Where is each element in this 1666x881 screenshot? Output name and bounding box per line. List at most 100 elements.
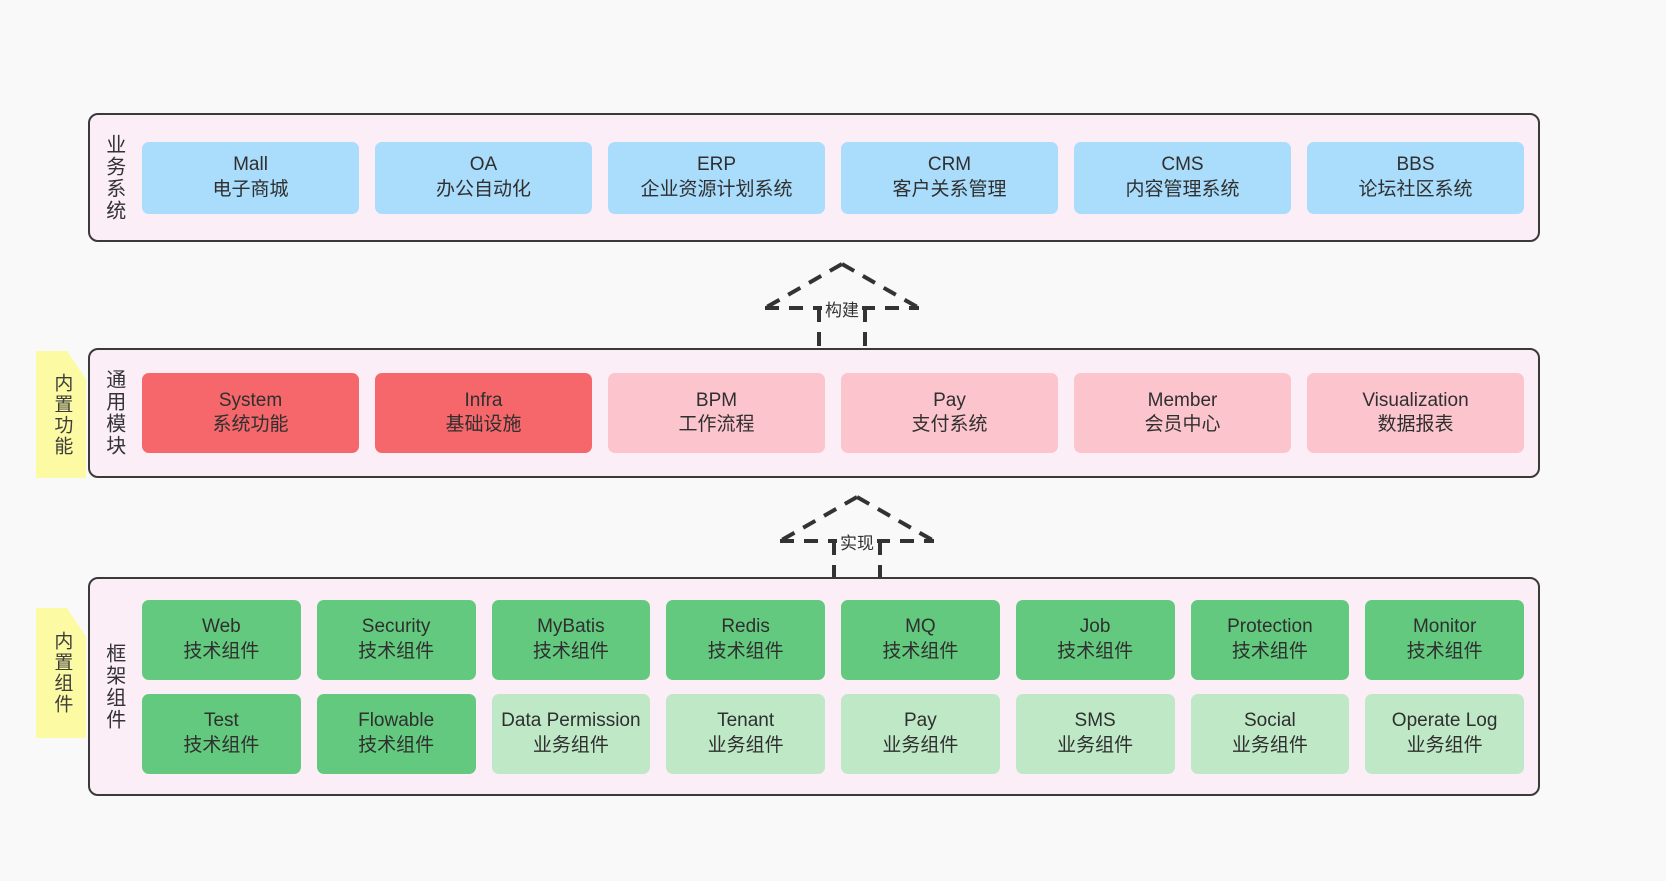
card-title: Test <box>203 710 239 732</box>
card-subtitle: 数据报表 <box>1377 414 1454 435</box>
card-title: Member <box>1147 389 1218 411</box>
connector-implement-arrow: 实现 <box>772 491 942 585</box>
card-title: CMS <box>1161 154 1204 176</box>
sticky-note-builtin-components: 内置组件 <box>36 608 86 738</box>
card-title: MyBatis <box>537 616 605 638</box>
card-title: Pay <box>933 389 966 411</box>
card-flowable[interactable]: Flowable 技术组件 <box>316 693 476 774</box>
card-title: BBS <box>1396 154 1435 176</box>
card-subtitle: 技术组件 <box>183 640 260 662</box>
card-subtitle: 电子商城 <box>212 178 289 200</box>
card-subtitle: 业务组件 <box>1057 734 1134 756</box>
card-subtitle: 工作流程 <box>678 414 755 435</box>
sticky-note-builtin-functions: 内置功能 <box>36 351 86 478</box>
card-social[interactable]: Social 业务组件 <box>1190 693 1350 774</box>
card-subtitle: 系统功能 <box>212 414 289 435</box>
card-subtitle: 技术组件 <box>1057 640 1134 662</box>
layer-business-systems-title: 业务系统 <box>102 133 125 222</box>
card-mq[interactable]: MQ 技术组件 <box>841 599 1000 680</box>
card-subtitle: 技术组件 <box>882 640 959 662</box>
card-mall[interactable]: Mall 电子商城 <box>142 141 359 214</box>
card-oa[interactable]: OA 办公自动化 <box>375 141 592 214</box>
card-title: Visualization <box>1362 389 1469 411</box>
card-subtitle: 技术组件 <box>707 640 784 662</box>
card-pay-component[interactable]: Pay 业务组件 <box>841 693 1000 774</box>
sticky-note-label: 内置功能 <box>51 372 73 457</box>
card-title: Infra <box>464 389 503 411</box>
card-subtitle: 技术组件 <box>1231 640 1308 662</box>
card-subtitle: 业务组件 <box>882 734 959 756</box>
card-subtitle: 内容管理系统 <box>1125 178 1240 200</box>
card-subtitle: 企业资源计划系统 <box>640 178 793 200</box>
layer-common-modules-title: 通用模块 <box>102 369 125 457</box>
card-title: Job <box>1079 616 1111 638</box>
card-row: System 系统功能 Infra 基础设施 BPM 工作流程 Pay 支付系统… <box>142 373 1524 453</box>
card-subtitle: 技术组件 <box>358 734 435 756</box>
card-title: Mall <box>233 154 268 176</box>
card-infra[interactable]: Infra 基础设施 <box>375 373 592 453</box>
card-data-permission[interactable]: Data Permission 业务组件 <box>491 693 651 774</box>
card-title: Redis <box>721 616 770 638</box>
card-title: SMS <box>1074 710 1116 732</box>
layer-framework-components: 框架组件 Web 技术组件 Security 技术组件 MyBatis 技术组件… <box>88 577 1540 796</box>
card-subtitle: 办公自动化 <box>435 178 531 200</box>
card-title: Operate Log <box>1391 710 1498 732</box>
card-subtitle: 技术组件 <box>183 734 260 756</box>
card-job[interactable]: Job 技术组件 <box>1015 599 1175 680</box>
card-test[interactable]: Test 技术组件 <box>142 693 301 774</box>
card-sms[interactable]: SMS 业务组件 <box>1015 693 1175 774</box>
card-member[interactable]: Member 会员中心 <box>1074 373 1291 453</box>
page-fold-icon <box>67 608 86 627</box>
card-title: Pay <box>904 710 937 732</box>
card-protection[interactable]: Protection 技术组件 <box>1190 599 1350 680</box>
card-subtitle: 业务组件 <box>1406 734 1483 756</box>
card-title: Social <box>1244 710 1296 732</box>
card-subtitle: 论坛社区系统 <box>1358 178 1473 200</box>
connector-implement-label: 实现 <box>837 529 877 554</box>
card-erp[interactable]: ERP 企业资源计划系统 <box>608 141 825 214</box>
card-row: Web 技术组件 Security 技术组件 MyBatis 技术组件 Redi… <box>142 599 1524 680</box>
layer-common-modules: 通用模块 System 系统功能 Infra 基础设施 BPM 工作流程 Pay <box>88 348 1540 478</box>
card-title: System <box>218 389 283 411</box>
card-security[interactable]: Security 技术组件 <box>316 599 476 680</box>
card-title: Security <box>361 616 431 638</box>
card-title: OA <box>469 154 498 176</box>
card-title: Protection <box>1227 616 1313 638</box>
card-system[interactable]: System 系统功能 <box>142 373 359 453</box>
card-title: ERP <box>696 154 737 176</box>
card-title: CRM <box>927 154 972 176</box>
card-subtitle: 业务组件 <box>1231 734 1308 756</box>
card-visualization[interactable]: Visualization 数据报表 <box>1307 373 1524 453</box>
card-operate-log[interactable]: Operate Log 业务组件 <box>1365 693 1524 774</box>
card-subtitle: 业务组件 <box>532 734 609 756</box>
card-pay-module[interactable]: Pay 支付系统 <box>841 373 1058 453</box>
connector-build-label: 构建 <box>822 296 862 321</box>
card-bbs[interactable]: BBS 论坛社区系统 <box>1307 141 1524 214</box>
card-row: Mall 电子商城 OA 办公自动化 ERP 企业资源计划系统 CRM 客户关系… <box>142 141 1524 214</box>
card-title: BPM <box>695 389 738 411</box>
card-title: Tenant <box>717 710 775 732</box>
card-subtitle: 技术组件 <box>1406 640 1483 662</box>
card-crm[interactable]: CRM 客户关系管理 <box>841 141 1058 214</box>
card-subtitle: 技术组件 <box>358 640 435 662</box>
card-tenant[interactable]: Tenant 业务组件 <box>666 693 825 774</box>
card-monitor[interactable]: Monitor 技术组件 <box>1365 599 1524 680</box>
card-bpm[interactable]: BPM 工作流程 <box>608 373 825 453</box>
card-row: Test 技术组件 Flowable 技术组件 Data Permission … <box>142 693 1524 774</box>
card-cms[interactable]: CMS 内容管理系统 <box>1074 141 1291 214</box>
card-redis[interactable]: Redis 技术组件 <box>666 599 825 680</box>
card-web[interactable]: Web 技术组件 <box>142 599 301 680</box>
card-subtitle: 支付系统 <box>911 414 988 435</box>
layer-framework-components-body: Web 技术组件 Security 技术组件 MyBatis 技术组件 Redi… <box>136 579 1538 794</box>
card-subtitle: 业务组件 <box>707 734 784 756</box>
layer-common-modules-body: System 系统功能 Infra 基础设施 BPM 工作流程 Pay 支付系统… <box>136 350 1538 476</box>
card-title: Flowable <box>358 710 435 732</box>
card-title: Data Permission <box>501 710 641 732</box>
card-title: Monitor <box>1412 616 1477 638</box>
card-subtitle: 客户关系管理 <box>892 178 1007 200</box>
card-mybatis[interactable]: MyBatis 技术组件 <box>491 599 651 680</box>
layer-framework-components-title: 框架组件 <box>102 642 125 731</box>
layer-business-systems-body: Mall 电子商城 OA 办公自动化 ERP 企业资源计划系统 CRM 客户关系… <box>136 115 1538 240</box>
sticky-note-label: 内置组件 <box>51 631 73 715</box>
